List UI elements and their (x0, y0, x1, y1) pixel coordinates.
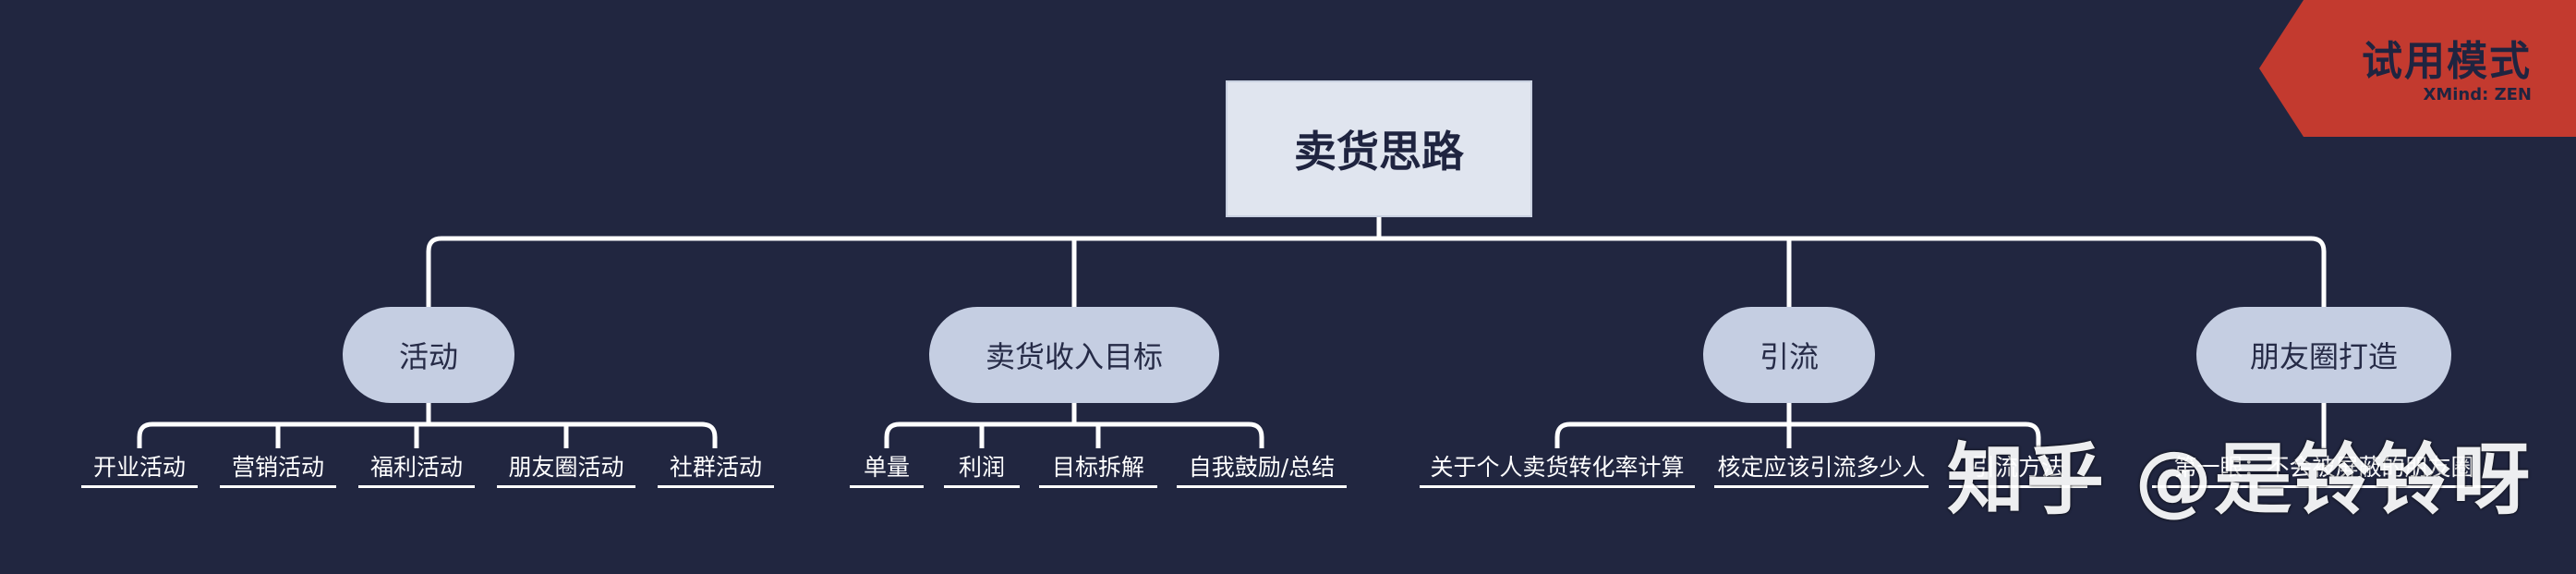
root-topic[interactable]: 卖货思路 (1226, 80, 1532, 217)
subtopic-order-volume[interactable]: 单量 (850, 446, 924, 488)
zhihu-watermark: 知乎 @是铃铃呀 (1947, 434, 2533, 525)
subtopic-opening-activity[interactable]: 开业活动 (81, 446, 198, 488)
subtopic-community-activity[interactable]: 社群活动 (658, 446, 774, 488)
subtopic-goal-breakdown[interactable]: 目标拆解 (1039, 446, 1157, 488)
branch-topic-moments[interactable]: 朋友圈打造 (2196, 307, 2451, 403)
subtopic-self-encouragement[interactable]: 自我鼓励/总结 (1177, 446, 1347, 488)
subtopic-moments-activity[interactable]: 朋友圈活动 (497, 446, 635, 488)
trial-mode-badge[interactable]: 试用模式 XMind: ZEN (2259, 0, 2576, 137)
subtopic-conversion-rate[interactable]: 关于个人卖货转化率计算 (1420, 446, 1695, 488)
trial-mode-title: 试用模式 (2362, 38, 2532, 85)
branch-topic-traffic[interactable]: 引流 (1703, 307, 1875, 403)
subtopic-welfare-activity[interactable]: 福利活动 (358, 446, 475, 488)
subtopic-unblocked-moments[interactable]: 第一眼：不会被屏蔽的朋友圈 (2152, 446, 2496, 488)
subtopic-traffic-quota[interactable]: 核定应该引流多少人 (1714, 446, 1929, 488)
subtopic-profit[interactable]: 利润 (944, 446, 1020, 488)
xmind-zen-logo: XMind: ZEN (2423, 85, 2532, 104)
branch-topic-income-goal[interactable]: 卖货收入目标 (929, 307, 1219, 403)
branch-topic-activities[interactable]: 活动 (343, 307, 514, 403)
subtopic-marketing-activity[interactable]: 营销活动 (220, 446, 336, 488)
subtopic-traffic-methods[interactable]: 引流方法 (1949, 446, 2087, 488)
